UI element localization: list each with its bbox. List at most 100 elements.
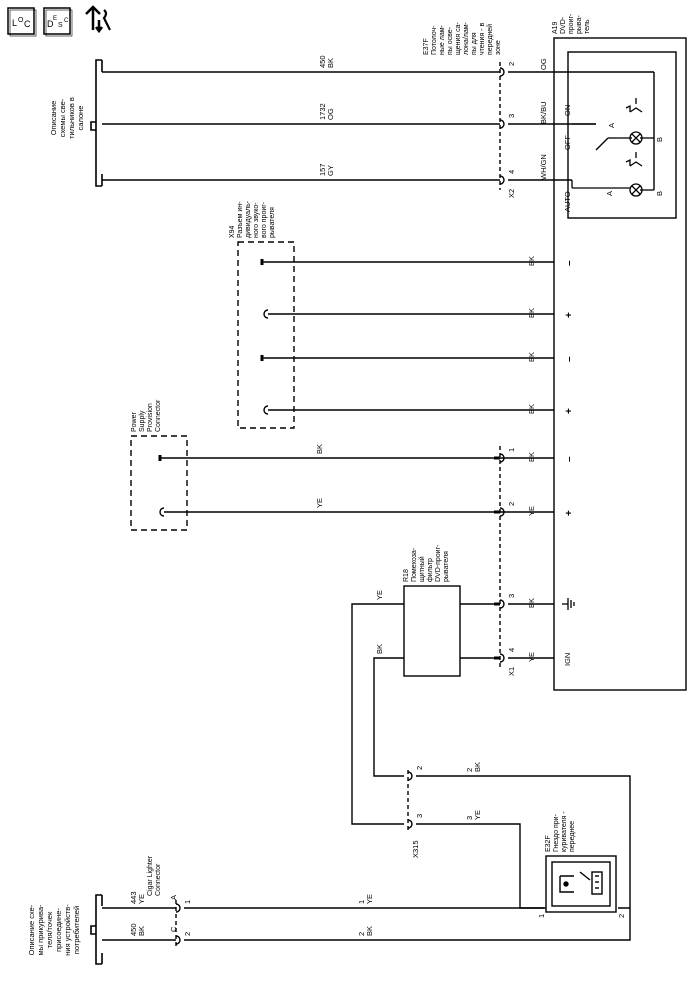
power-supply-connector-box (130, 435, 188, 531)
svg-text:S: S (58, 22, 63, 29)
power-supply-connector-label: Power Supply Provision Connector (131, 399, 162, 432)
svg-text:B: B (655, 191, 664, 196)
svg-text:щения са-: щения са- (455, 22, 462, 55)
svg-text:YE: YE (527, 506, 536, 516)
svg-text:X94: X94 (229, 225, 236, 238)
cigar-lighter-pin-labels: A 1 C 2 (169, 895, 192, 936)
e32f-cigar-socket (545, 855, 617, 913)
svg-text:1: 1 (507, 448, 516, 452)
svg-text:вого проиг-: вого проиг- (261, 201, 268, 238)
cigar-lighter-connector-label: Cigar Lighter Connector (147, 855, 162, 896)
connector-x1 (494, 446, 505, 668)
x315-label: X315 (411, 840, 420, 858)
svg-text:рывателя: рывателя (269, 207, 276, 238)
svg-text:Power: Power (131, 411, 138, 432)
svg-text:Cigar Lighter: Cigar Lighter (147, 855, 154, 896)
svg-text:переднее: переднее (569, 821, 576, 852)
svg-text:L: L (12, 18, 17, 28)
wire-450-bk-lower: 450 BK (129, 923, 146, 936)
wire-1732-og: 1732 OG (318, 103, 335, 120)
svg-text:OFF: OFF (563, 135, 572, 150)
svg-text:–: – (564, 456, 575, 462)
x1-label: X1 (507, 667, 516, 676)
lamp-switch (571, 123, 654, 191)
svg-text:Потолоч-: Потолоч- (431, 25, 438, 55)
svg-text:E: E (53, 16, 57, 22)
r18-label: R18 Помехоза- щитный фильтр DVD-проиг- р… (403, 544, 450, 582)
x94-connector-box (237, 241, 295, 429)
svg-text:лона/лам-: лона/лам- (463, 21, 470, 55)
svg-text:теля/точек: теля/точек (45, 911, 54, 948)
svg-text:BK: BK (527, 256, 536, 266)
svg-text:Описание схе-: Описание схе- (27, 904, 36, 955)
desc-icon[interactable]: D E S C (43, 7, 73, 37)
svg-text:ON: ON (563, 105, 572, 116)
svg-text:YE: YE (527, 652, 536, 662)
svg-text:BK/BU: BK/BU (539, 101, 548, 124)
svg-text:–: – (564, 356, 575, 362)
svg-text:157: 157 (318, 163, 327, 176)
connector-x315 (407, 770, 413, 830)
svg-text:Разъем ин-: Разъем ин- (237, 201, 244, 238)
svg-text:Connector: Connector (155, 863, 162, 896)
svg-text:ния устройств-: ния устройств- (63, 904, 72, 956)
svg-text:дивидуаль-: дивидуаль- (245, 200, 252, 238)
svg-text:BK: BK (137, 926, 146, 936)
svg-text:C: C (24, 19, 31, 29)
svg-text:E32F: E32F (545, 835, 552, 852)
svg-text:A: A (169, 895, 178, 900)
svg-text:1: 1 (183, 900, 192, 904)
a19-label: A19 DVD- проиг- рыва- тель (552, 13, 591, 34)
svg-text:3: 3 (465, 816, 474, 820)
wire-443-ye: 443 YE (129, 891, 146, 904)
svg-text:Provision: Provision (147, 403, 154, 432)
svg-text:+: + (564, 408, 575, 414)
svg-text:C: C (64, 18, 69, 24)
svg-text:BK: BK (326, 58, 335, 68)
svg-text:DVD-: DVD- (560, 16, 567, 34)
svg-text:O: O (18, 17, 24, 24)
svg-text:A: A (607, 123, 616, 128)
svg-text:пы осве-: пы осве- (447, 26, 454, 55)
svg-text:Supply: Supply (139, 410, 146, 432)
svg-text:зоне: зоне (495, 40, 502, 55)
svg-text:GY: GY (326, 165, 335, 176)
svg-text:R18: R18 (403, 569, 410, 582)
cigar-wire-ye-label: 1 YE (357, 894, 374, 904)
svg-text:E37F: E37F (423, 38, 430, 55)
x1-pin-labels: 1 2 3 4 X1 BK YE BK YE – + IGN (507, 448, 575, 676)
x94-wires (260, 259, 554, 415)
interior-light-wires (102, 71, 655, 190)
svg-text:мы прикурива-: мы прикурива- (36, 904, 45, 956)
svg-text:4: 4 (507, 170, 516, 174)
svg-text:WH/GN: WH/GN (539, 154, 548, 180)
x2-label: X2 (507, 189, 516, 198)
svg-text:AUTO: AUTO (563, 191, 572, 212)
svg-text:2: 2 (507, 62, 516, 66)
svg-text:Гнездо при-: Гнездо при- (553, 813, 560, 852)
ground-icon (562, 598, 575, 610)
e32f-pin-1: 1 (537, 914, 546, 918)
svg-text:тель: тель (584, 19, 591, 34)
svg-text:YE: YE (365, 894, 374, 904)
svg-text:BK: BK (527, 598, 536, 608)
svg-text:BK: BK (527, 404, 536, 414)
interior-lights-reference-label: Описание схемы све- тильников в салоне (49, 97, 85, 139)
e37f-lamp-module (567, 51, 677, 219)
cigar-wire-bk-label: 2 BK (357, 926, 374, 936)
svg-text:OG: OG (326, 108, 335, 120)
e37f-label: E37F Потолоч- ные лам- пы осве- щения са… (423, 21, 502, 55)
svg-text:1732: 1732 (318, 103, 327, 120)
svg-text:щитный: щитный (418, 556, 426, 582)
x94-label: X94 Разъем ин- дивидуаль- ного звуко- во… (229, 200, 276, 238)
svg-text:1: 1 (357, 900, 366, 904)
cigar-lighter-wires (102, 900, 631, 948)
loc-icon[interactable]: L O C (7, 7, 37, 37)
x94-wire-labels: BK BK BK BK – + – + (527, 256, 575, 414)
svg-text:рыва-: рыва- (576, 15, 583, 34)
arrows-wrench-icon[interactable] (85, 5, 111, 34)
wire-157-gy: 157 GY (318, 163, 335, 176)
svg-text:450: 450 (129, 923, 138, 936)
svg-text:рывателя: рывателя (443, 551, 450, 582)
